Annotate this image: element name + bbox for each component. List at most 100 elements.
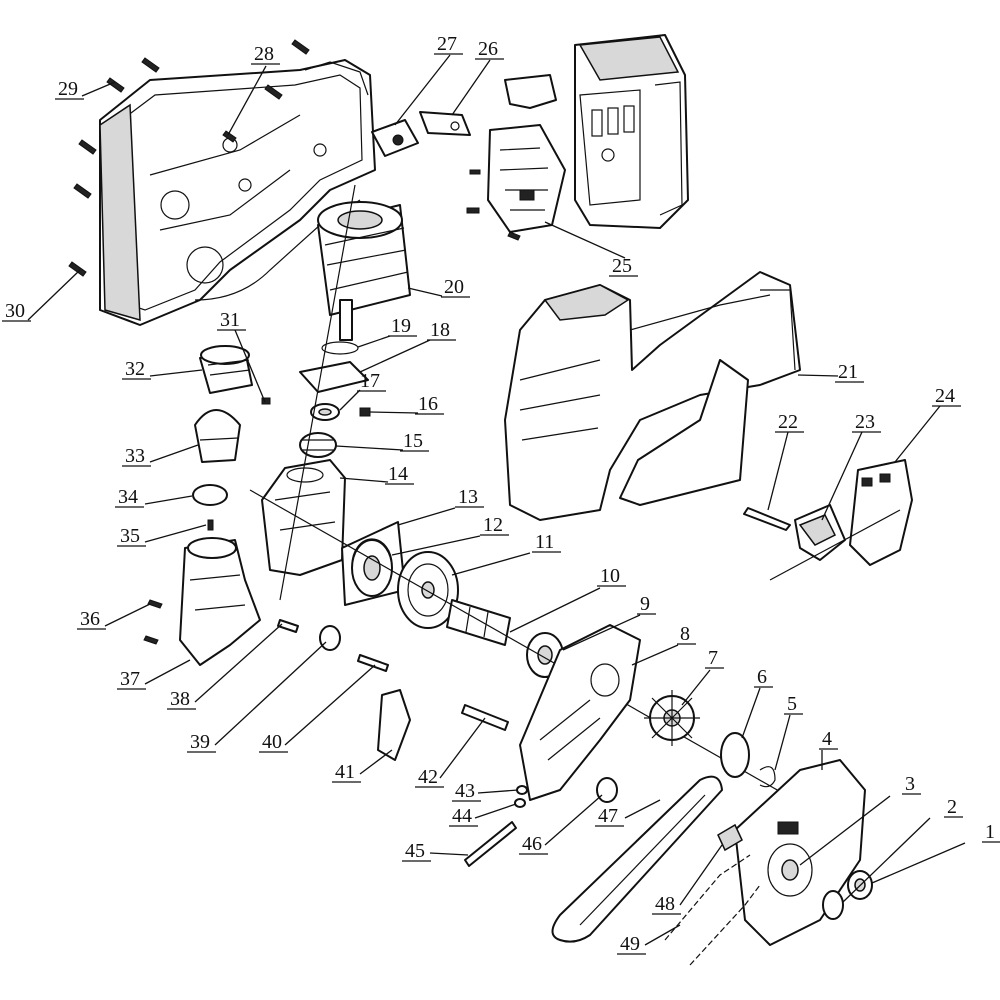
callout-number-32: 32 — [125, 358, 145, 380]
callout-number-1: 1 — [985, 821, 995, 843]
callout-number-37: 37 — [120, 668, 140, 690]
callout-number-13: 13 — [458, 486, 478, 508]
callout-number-34: 34 — [118, 486, 138, 508]
callout-number-7: 7 — [708, 647, 718, 669]
leader-line-25 — [544, 221, 626, 259]
pump-pin-part — [357, 654, 389, 672]
callout-18: 18 — [359, 319, 456, 373]
leader-line-8 — [631, 644, 679, 666]
leader-line-2 — [842, 817, 931, 903]
callout-6: 6 — [741, 666, 773, 739]
callout-8: 8 — [631, 623, 696, 666]
leader-line-33 — [149, 444, 199, 463]
leader-line-23 — [821, 431, 863, 521]
callout-27: 27 — [394, 33, 463, 126]
leader-line-37 — [144, 659, 191, 685]
leader-line-31 — [234, 329, 266, 403]
leader-line-45 — [429, 852, 469, 856]
callout-36: 36 — [77, 603, 151, 630]
seal-ring-part — [192, 484, 228, 506]
callout-19: 19 — [357, 315, 417, 348]
callout-number-3: 3 — [905, 773, 915, 795]
housing-screws — [68, 39, 310, 277]
callout-44: 44 — [449, 803, 517, 827]
callout-42: 42 — [415, 717, 486, 788]
sprocket-part — [644, 690, 700, 746]
callout-number-42: 42 — [418, 766, 438, 788]
switch-label-part — [419, 111, 471, 136]
callout-25: 25 — [544, 221, 638, 277]
callout-number-15: 15 — [403, 430, 423, 452]
callout-number-24: 24 — [935, 385, 955, 407]
callout-35: 35 — [117, 524, 207, 547]
leader-line-15 — [335, 445, 404, 451]
callout-number-18: 18 — [430, 319, 450, 341]
leader-line-6 — [741, 687, 761, 739]
leader-line-1 — [871, 842, 966, 884]
callout-number-39: 39 — [190, 731, 210, 753]
callout-26: 26 — [451, 38, 504, 116]
callout-number-49: 49 — [620, 933, 640, 955]
callout-number-38: 38 — [170, 688, 190, 710]
callout-47: 47 — [595, 799, 661, 827]
leader-line-20 — [407, 287, 443, 297]
outer-washer-part — [720, 732, 750, 778]
bar-bolt-part — [461, 704, 509, 731]
callout-29: 29 — [55, 78, 116, 100]
callout-number-20: 20 — [444, 276, 464, 298]
tension-screw-part — [464, 821, 517, 867]
callout-10: 10 — [509, 565, 626, 633]
leader-line-44 — [474, 803, 517, 819]
guide-bar — [551, 775, 723, 943]
callout-number-23: 23 — [855, 411, 875, 433]
callout-43: 43 — [452, 780, 519, 802]
tension-nut-part — [596, 777, 618, 803]
callout-39: 39 — [187, 641, 327, 753]
screw-part-36 — [147, 599, 163, 609]
leader-line-38 — [194, 623, 283, 703]
callout-31: 31 — [217, 309, 266, 403]
trigger-part — [794, 504, 846, 561]
callout-17: 17 — [339, 370, 386, 411]
leader-line-35 — [144, 524, 207, 543]
main-body-housing — [504, 271, 801, 521]
battery-pack — [574, 34, 689, 229]
shaft-part — [446, 599, 511, 646]
spring-part — [277, 619, 299, 633]
callout-34: 34 — [115, 486, 193, 508]
callout-4: 4 — [819, 728, 838, 770]
oil-cap-part — [194, 409, 241, 463]
battery-connector-pcb — [466, 74, 566, 241]
leader-line-19 — [357, 335, 391, 348]
gearbox-stack — [261, 341, 371, 576]
chain-tensioner-part — [717, 823, 743, 852]
leader-line-5 — [774, 714, 791, 771]
callout-46: 46 — [519, 794, 603, 855]
small-pin-part — [207, 519, 214, 531]
leader-line-16 — [369, 411, 419, 414]
callout-1: 1 — [871, 821, 1000, 884]
bar-mount-plate — [519, 624, 641, 801]
leader-line-21 — [797, 374, 839, 377]
callout-12: 12 — [391, 514, 509, 556]
callout-number-2: 2 — [947, 796, 957, 818]
callout-41: 41 — [332, 749, 393, 783]
saw-chain — [664, 854, 761, 966]
left-housing-half — [99, 59, 376, 326]
leader-line-40 — [284, 664, 376, 746]
callout-number-5: 5 — [787, 693, 797, 715]
leader-line-9 — [562, 614, 641, 651]
callout-number-8: 8 — [680, 623, 690, 645]
callout-number-27: 27 — [437, 33, 457, 55]
callout-15: 15 — [335, 430, 429, 452]
callout-number-11: 11 — [535, 531, 554, 553]
callout-28: 28 — [227, 43, 280, 136]
callout-9: 9 — [562, 593, 656, 651]
callout-number-36: 36 — [80, 608, 100, 630]
callout-number-12: 12 — [483, 514, 503, 536]
callout-23: 23 — [821, 411, 881, 521]
callout-40: 40 — [259, 664, 376, 753]
